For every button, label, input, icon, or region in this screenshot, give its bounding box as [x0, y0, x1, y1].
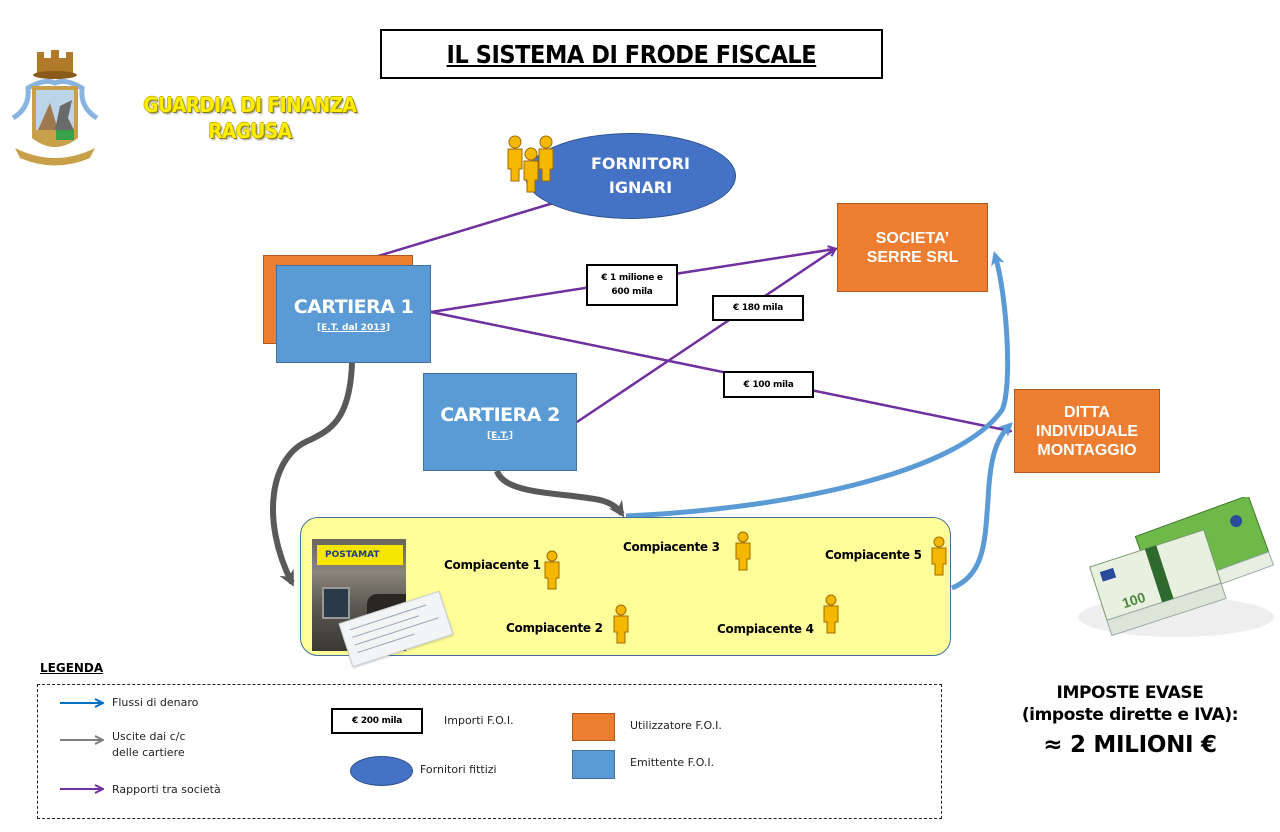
legend-orange-swatch [572, 713, 615, 741]
organization-name: GUARDIA DI FINANZA RAGUSA [117, 92, 384, 144]
node-cartiera-2: CARTIERA 2 [E.T.] [423, 373, 577, 471]
legend-box [37, 684, 942, 819]
page-title: IL SISTEMA DI FRODE FISCALE [446, 39, 817, 69]
legend-cash-out-line-2: delle cartiere [112, 746, 185, 759]
amount-label-cartiera1-ditta: € 100 mila [723, 371, 814, 398]
arrow-cartiera2-to-complici [494, 469, 625, 518]
arrow-complici-to-serre [625, 251, 1011, 519]
person-icon [507, 135, 523, 182]
legend-cash-out-label: Uscite dai c/c delle cartiere [112, 729, 186, 761]
amount-label-cartiera2-serre: € 180 mila [712, 295, 804, 321]
amount-line-2: 600 mila [611, 287, 653, 297]
compiacente-2-label: Compiacente 2 [506, 621, 603, 635]
cartiera2-sub: [E.T.] [487, 430, 513, 441]
ditta-line-1: DITTA [1064, 403, 1110, 421]
node-ditta-individuale-montaggio: DITTA INDIVIDUALE MONTAGGIO [1014, 389, 1160, 473]
fornitori-line-1: FORNITORI [591, 154, 690, 173]
legend-ellipse-desc: Fornitori fittizi [420, 763, 497, 776]
legend-blue-swatch [572, 750, 615, 779]
person-icon [735, 531, 751, 571]
person-icon [523, 147, 539, 193]
person-icon [931, 536, 947, 576]
evaded-taxes-summary: IMPOSTE EVASE (imposte dirette e IVA): ≈… [990, 682, 1270, 762]
serre-line-2: SERRE SRL [866, 248, 959, 266]
legend-title: LEGENDA [40, 661, 104, 675]
cartiera2-label: CARTIERA 2 [440, 403, 560, 426]
cartiera1-sub: [E.T. dal 2013] [317, 322, 390, 333]
group-of-people-icon [507, 135, 554, 193]
person-icon [544, 550, 560, 590]
legend-cash-out-line-1: Uscite dai c/c [112, 730, 186, 743]
arrow-complici-to-ditta [950, 422, 1013, 591]
legend-orange-desc: Utilizzatore F.O.I. [630, 719, 722, 732]
org-line-2: RAGUSA [208, 119, 292, 143]
cartiera1-label: CARTIERA 1 [293, 295, 414, 318]
compiacente-1-label: Compiacente 1 [444, 558, 541, 572]
node-fornitori-ignari: FORNITORI IGNARI [525, 133, 736, 219]
compiacente-3-label: Compiacente 3 [623, 540, 720, 554]
legend-amount-desc: Importi F.O.I. [444, 714, 514, 727]
node-cartiera-1: CARTIERA 1 [E.T. dal 2013] [276, 265, 431, 363]
person-icon [823, 594, 839, 634]
node-societa-serre-srl: SOCIETA’ SERRE SRL [837, 203, 988, 292]
fornitori-line-2: IGNARI [608, 178, 673, 197]
title-box: IL SISTEMA DI FRODE FISCALE [380, 29, 883, 79]
legend-ellipse-swatch [350, 756, 413, 786]
org-line-1: GUARDIA DI FINANZA [143, 93, 357, 117]
ditta-line-3: MONTAGGIO [1037, 441, 1137, 459]
legend-amount-sample: € 200 mila [331, 708, 423, 734]
legend-relations-label: Rapporti tra società [112, 783, 221, 796]
totals-line-1: IMPOSTE EVASE [1056, 683, 1204, 703]
svg-text:100: 100 [1120, 589, 1147, 612]
amount-label-cartiera1-serre: € 1 milione e 600 mila [586, 264, 678, 306]
person-icon [613, 604, 629, 644]
totals-amount: ≈ 2 MILIONI € [1043, 732, 1217, 758]
euro-banknotes-icon: 100 [1078, 497, 1275, 637]
compiacente-5-label: Compiacente 5 [825, 548, 922, 562]
amount-line-1: € 1 milione e [601, 273, 663, 283]
person-icon [538, 135, 554, 182]
crest-icon [11, 50, 99, 166]
arrow-fornitori-to-cartiera1 [355, 199, 561, 263]
totals-line-2: (imposte dirette e IVA): [1021, 705, 1239, 725]
legend-blue-desc: Emittente F.O.I. [630, 756, 715, 769]
compiacente-4-label: Compiacente 4 [717, 622, 814, 636]
atm-sign: POSTAMAT [317, 545, 403, 565]
atm-screen [322, 587, 350, 619]
legend-money-flow-label: Flussi di denaro [112, 696, 199, 709]
ditta-line-2: INDIVIDUALE [1035, 422, 1139, 440]
serre-line-1: SOCIETA’ [875, 229, 950, 247]
